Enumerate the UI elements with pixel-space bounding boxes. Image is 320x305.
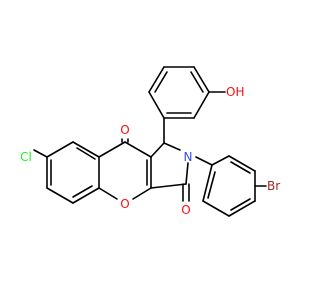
molecule-structure: O OH O O N Cl Br	[20, 66, 281, 217]
bond	[33, 149, 48, 158]
bond	[202, 164, 213, 202]
bond	[230, 161, 251, 174]
bond	[193, 91, 210, 119]
bond	[124, 141, 152, 158]
atom-label-ring-oxygen: O	[120, 197, 129, 211]
bond	[46, 141, 74, 158]
bond	[150, 142, 165, 158]
bond	[163, 142, 181, 151]
bond	[230, 198, 251, 211]
bond	[148, 91, 165, 119]
bond	[207, 171, 216, 199]
atom-label-nitrogen: N	[184, 150, 193, 164]
bond	[193, 66, 210, 93]
atom-label-bromine: Br	[267, 179, 280, 193]
bond	[72, 187, 100, 204]
bond	[228, 155, 256, 172]
atom-label-lactam-oxygen: O	[181, 203, 190, 217]
bond	[202, 200, 230, 217]
molecule-canvas: O OH O O N Cl Br	[20, 66, 281, 217]
bond	[154, 71, 168, 93]
bond	[185, 162, 189, 185]
bond	[211, 155, 230, 166]
bond	[98, 141, 126, 158]
bond	[195, 156, 213, 166]
bond	[46, 187, 74, 204]
bond	[72, 141, 100, 158]
bond	[150, 183, 187, 189]
bond	[132, 187, 152, 200]
bond	[228, 200, 256, 217]
atom-label-chlorine: Cl	[20, 150, 32, 164]
bond	[190, 71, 204, 93]
bond	[76, 147, 96, 160]
bond	[72, 185, 93, 198]
bond	[98, 187, 118, 200]
atom-label-ketone-oxygen: O	[120, 123, 129, 137]
atom-label-hydroxyl: OH	[226, 85, 244, 99]
bond	[148, 66, 165, 93]
